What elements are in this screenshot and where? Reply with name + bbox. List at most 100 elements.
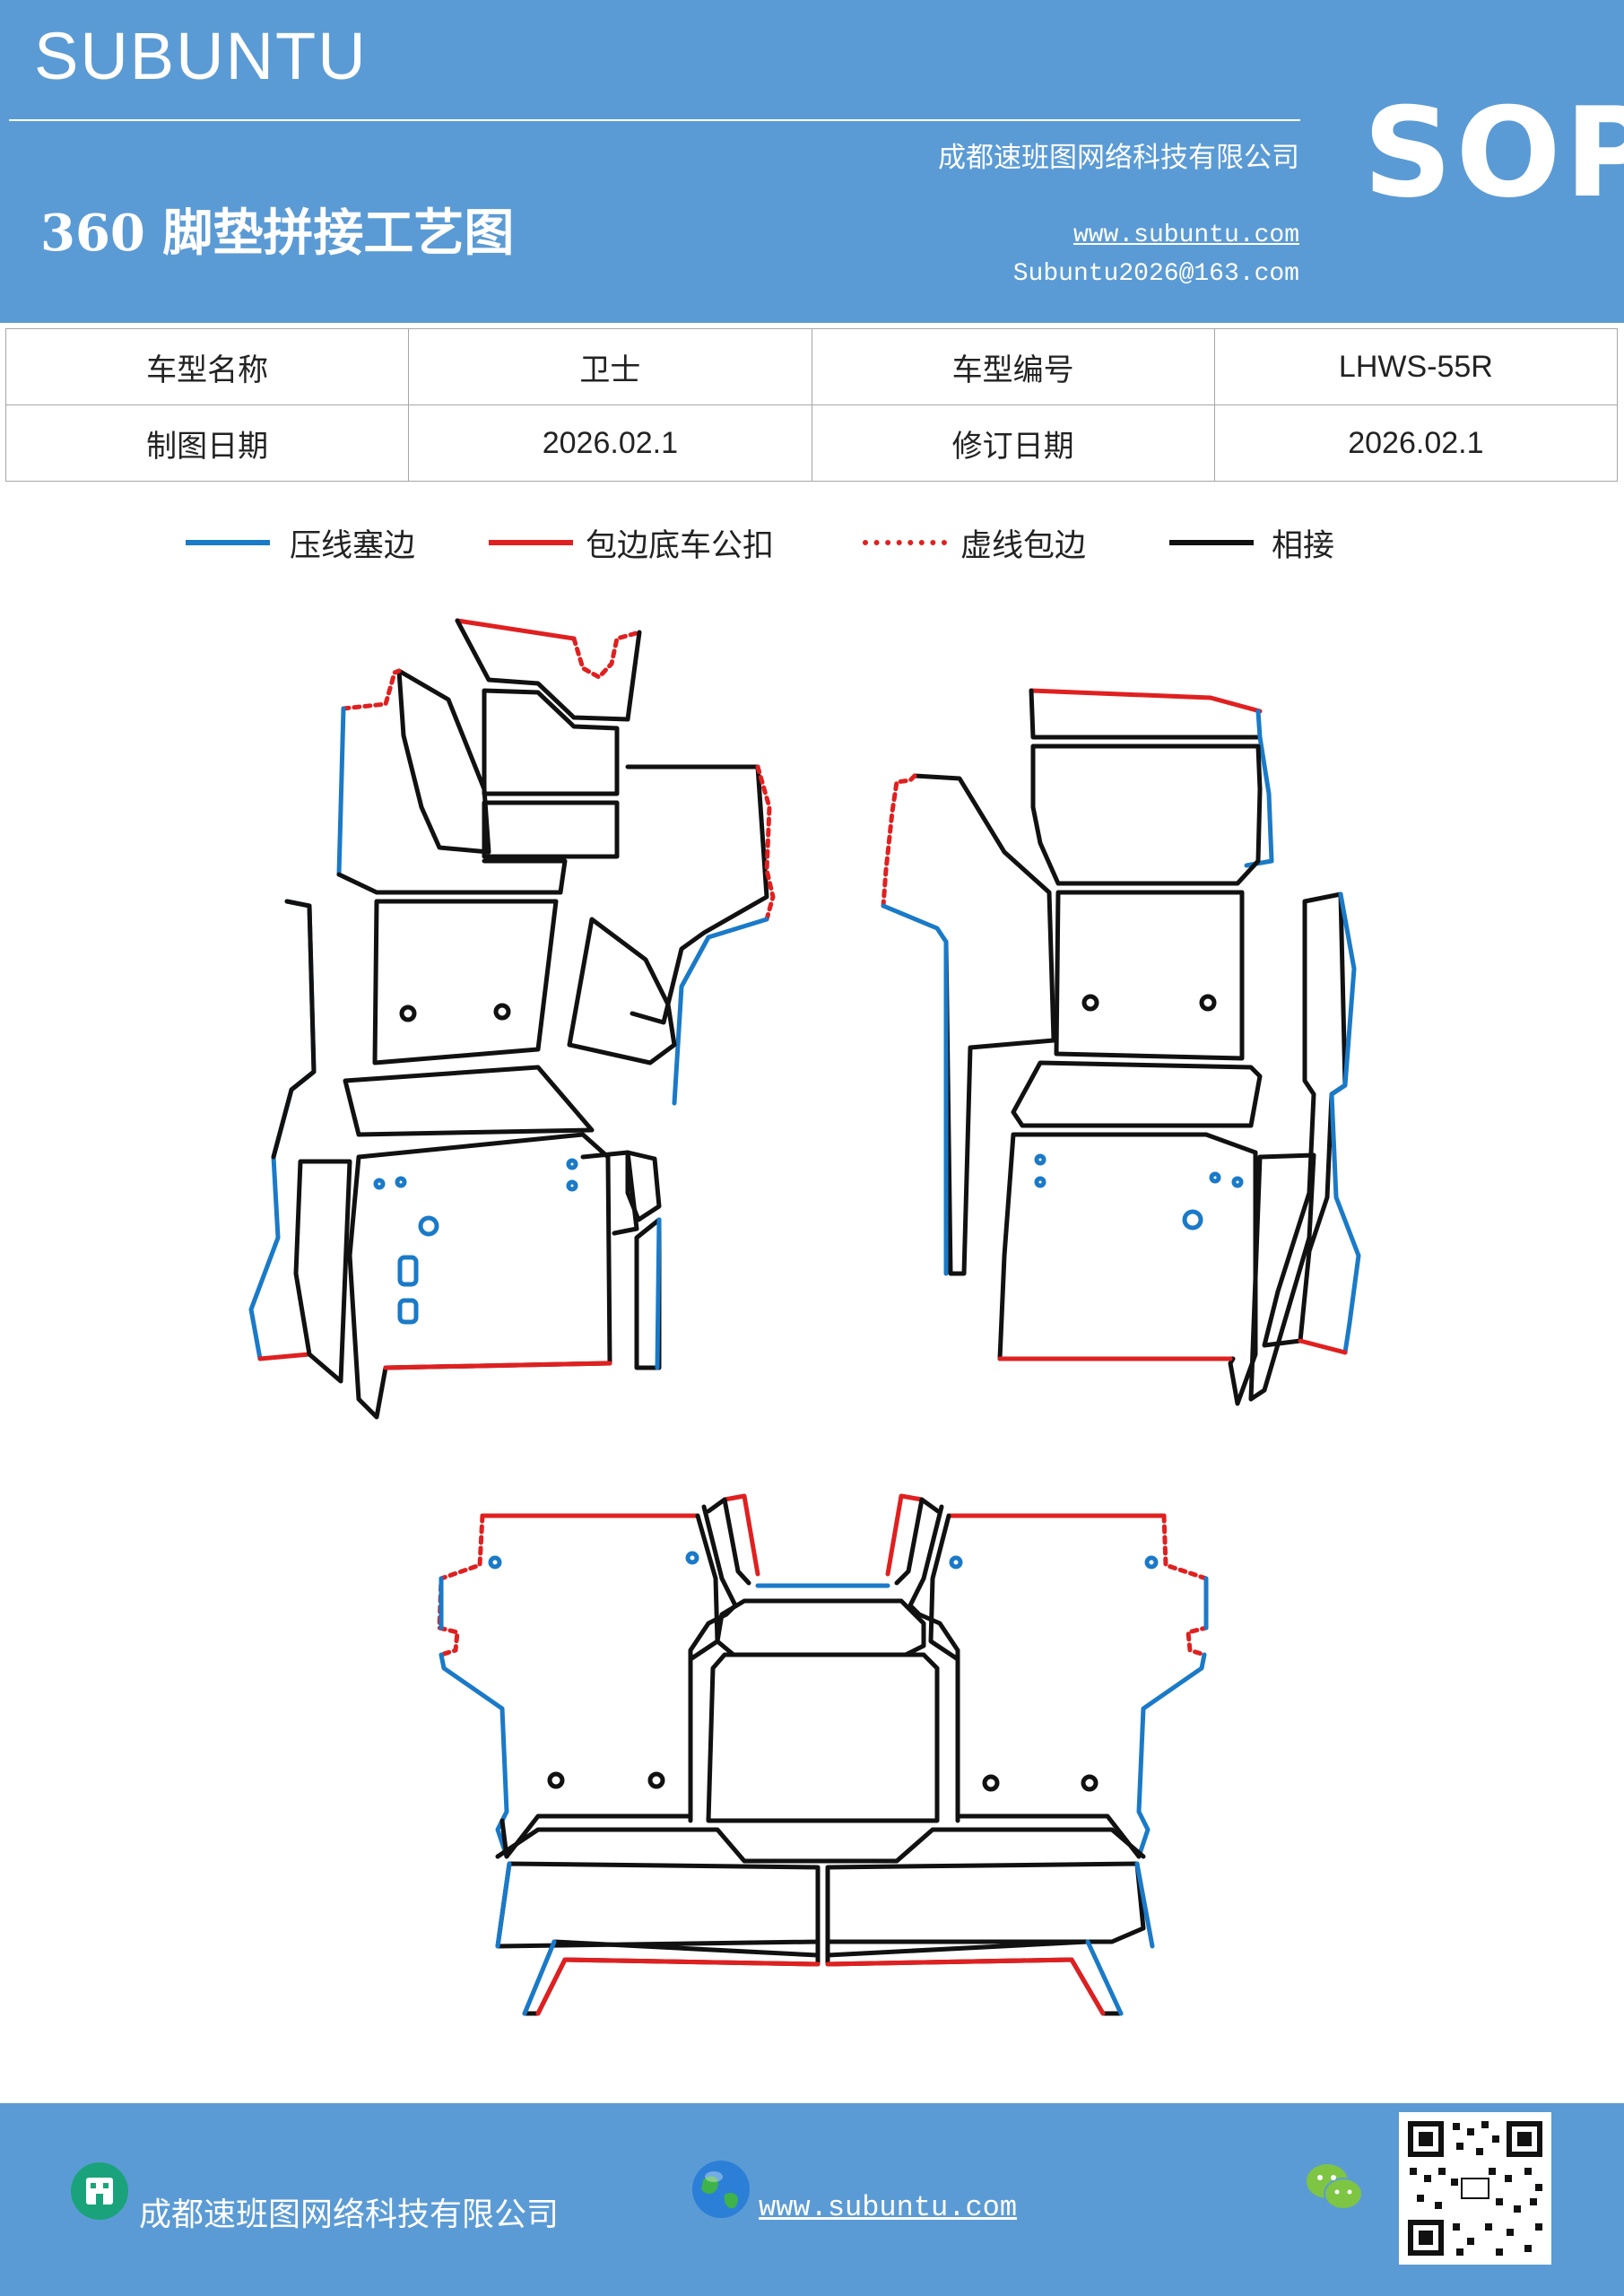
- rear-mat-group: [437, 1493, 1209, 2016]
- legend-label: 相接: [1272, 528, 1335, 564]
- brand-logo-text: SUBUNTU: [34, 19, 368, 93]
- mat-edge-red-dotted: [755, 764, 776, 922]
- table-cell: 2026.02.1: [1213, 404, 1619, 482]
- mat-outline: [625, 764, 769, 1025]
- mat-outline: [894, 1497, 941, 1586]
- legend-label: 包边底车公扣: [586, 528, 775, 564]
- mat-edge-red: [1029, 688, 1263, 714]
- mat-hole-blue: [949, 1555, 963, 1570]
- mat-outline: [499, 1513, 720, 1859]
- mat-edge-red: [455, 618, 577, 641]
- mat-outline: [396, 668, 491, 855]
- mat-outline: [1248, 1152, 1316, 1402]
- mat-outline: [688, 1504, 738, 1823]
- mat-edge-red: [383, 1361, 612, 1370]
- mat-slot-blue: [397, 1255, 419, 1287]
- header-website-link[interactable]: www.subuntu.com: [1073, 222, 1299, 249]
- mat-edge-blue: [655, 1217, 662, 1370]
- mat-outline: [706, 1652, 940, 1823]
- mat-outline: [825, 1939, 1124, 2016]
- mat-slot-blue: [397, 1298, 419, 1325]
- mat-outline: [715, 1598, 926, 1657]
- mat-hole: [1081, 994, 1099, 1012]
- mat-hole-blue: [1034, 1153, 1046, 1166]
- table-cell: 卫士: [408, 328, 812, 405]
- table-cell: 制图日期: [4, 404, 410, 482]
- mat-edge-blue: [672, 917, 769, 1106]
- mat-hole: [547, 1771, 565, 1789]
- legend: 压线塞边 包边底车公扣 虚线包边 相接: [0, 520, 1624, 574]
- mat-hole: [1081, 1774, 1099, 1792]
- mat-edge-blue: [881, 903, 949, 1276]
- mat-hole-blue: [1231, 1176, 1244, 1188]
- front-left-mat-group: [248, 618, 776, 1420]
- mat-outline: [495, 1827, 1146, 1864]
- mat-edge-blue: [439, 1576, 509, 1859]
- front-right-mat-group: [881, 688, 1361, 1406]
- footer-website-link[interactable]: www.subuntu.com: [759, 2191, 1018, 2224]
- table-cell: LHWS-55R: [1213, 328, 1619, 405]
- page-title: 360 脚垫拼接工艺图: [40, 204, 515, 263]
- mat-edge-red: [722, 1493, 760, 1577]
- table-cell: 2026.02.1: [408, 404, 812, 482]
- mat-hole-blue: [685, 1551, 699, 1565]
- mat-hole-blue: [1034, 1176, 1046, 1188]
- mat-hole-blue: [566, 1179, 578, 1192]
- mat-edge-red: [1298, 1338, 1348, 1355]
- mat-outline: [271, 899, 317, 1160]
- mat-hole: [647, 1771, 665, 1789]
- legend-swatch-blue: [186, 540, 270, 545]
- mat-outline: [372, 899, 559, 1065]
- mat-edge-blue: [1136, 1576, 1209, 1859]
- mat-edge-red-dotted: [881, 773, 917, 909]
- mat-hole-blue: [566, 1158, 578, 1170]
- mat-hole-blue: [395, 1176, 407, 1188]
- mat-outline: [482, 688, 620, 796]
- legend-label: 虚线包边: [960, 528, 1087, 564]
- mat-edge-blue: [1329, 891, 1361, 1355]
- mat-outline: [997, 1132, 1258, 1406]
- mat-hole-blue: [488, 1555, 502, 1570]
- mat-edge-red: [562, 1957, 821, 1967]
- mat-hole: [399, 1004, 417, 1022]
- mat-outline: [522, 1939, 821, 2016]
- mat-outline: [336, 858, 568, 895]
- header-company-name: 成都速班图网络科技有限公司: [938, 142, 1299, 174]
- header-divider: [9, 119, 1300, 121]
- table-row: 车型名称 卫士 车型编号 LHWS-55R: [4, 328, 1619, 405]
- mat-outline: [1029, 688, 1261, 740]
- mat-hole-blue: [1209, 1171, 1221, 1184]
- mat-hole: [493, 1003, 511, 1021]
- mat-outline: [1030, 744, 1263, 886]
- qr-code: [1399, 2112, 1551, 2265]
- mat-edge-red-dotted: [437, 1513, 485, 1657]
- mat-outline: [928, 1513, 1142, 1859]
- mat-outline: [908, 1504, 960, 1823]
- mat-edge-red-dotted: [1161, 1513, 1209, 1657]
- table-cell: 修订日期: [811, 404, 1215, 482]
- floor-mat-diagram: [248, 618, 1361, 2016]
- mat-outline: [912, 773, 1056, 1276]
- mat-outline: [343, 1065, 595, 1137]
- globe-icon: [692, 2161, 750, 2218]
- header-email: Subuntu2026@163.com: [1012, 260, 1299, 288]
- mat-hole-blue: [1144, 1555, 1159, 1570]
- table-row: 制图日期 2026.02.1 修订日期 2026.02.1: [4, 404, 1619, 482]
- mat-edge-blue: [1134, 1861, 1155, 1949]
- footer-banner: 成都速班图网络科技有限公司 www.subuntu.com: [0, 2103, 1624, 2296]
- mat-outline: [825, 1861, 1146, 1944]
- wechat-icon[interactable]: [1305, 2161, 1364, 2213]
- table-cell: 车型编号: [811, 328, 1215, 405]
- mat-edge-blue: [1244, 709, 1274, 868]
- mat-edge-red-dotted: [341, 668, 402, 711]
- sop-badge: SOP: [1363, 81, 1624, 225]
- mat-hole: [1199, 994, 1217, 1012]
- mat-edge-red: [885, 1493, 925, 1577]
- mat-outline: [347, 1132, 612, 1420]
- mat-outline: [495, 1861, 821, 1949]
- mat-edge-blue: [336, 706, 346, 877]
- mat-outline: [625, 1150, 662, 1222]
- footer-company-name: 成都速班图网络科技有限公司: [139, 2196, 560, 2233]
- legend-swatch-red-dotted: [863, 540, 947, 545]
- building-icon: [71, 2162, 128, 2220]
